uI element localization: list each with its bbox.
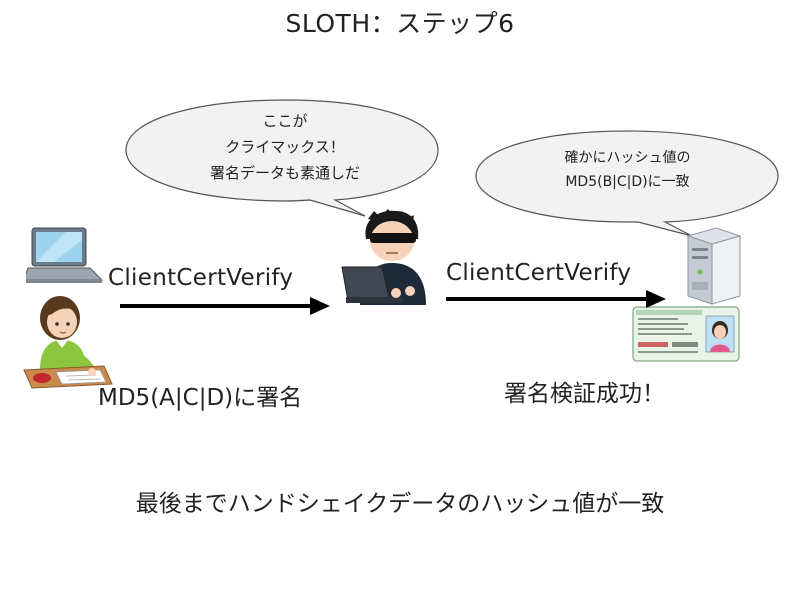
right-speech-bubble [475,130,779,237]
arrow-right-label: ClientCertVerify [446,260,632,286]
right-bubble-line: 確かにハッシュ値の [564,150,691,166]
left-bubble-line: クライマックス！ [225,138,345,156]
server-caption: 署名検証成功！ [504,381,665,407]
summary-text: 最後までハンドシェイクデータのハッシュ値が一致 [135,491,665,517]
right-bubble-text: 確かにハッシュ値の MD5(B|C|D)に一致 [495,146,760,194]
page-title: SLOTH：ステップ6 [285,9,515,38]
left-bubble-line: ここが [262,112,308,130]
laptop-icon [26,227,104,283]
right-bubble-line: MD5(B|C|D)に一致 [565,174,690,190]
woman-signing-icon [23,296,113,389]
id-card-icon [632,306,740,362]
server-icon [686,227,742,305]
arrow-left-icon [120,297,330,315]
arrow-right-icon [446,290,666,308]
left-bubble-text: ここが クライマックス！ 署名データも素通しだ [150,108,420,186]
left-speech-bubble [125,99,439,217]
left-bubble-line: 署名データも素通しだ [209,164,360,182]
arrow-left-label: ClientCertVerify [108,265,294,291]
hacker-icon [341,209,426,305]
client-caption: MD5(A|C|D)に署名 [98,385,303,411]
